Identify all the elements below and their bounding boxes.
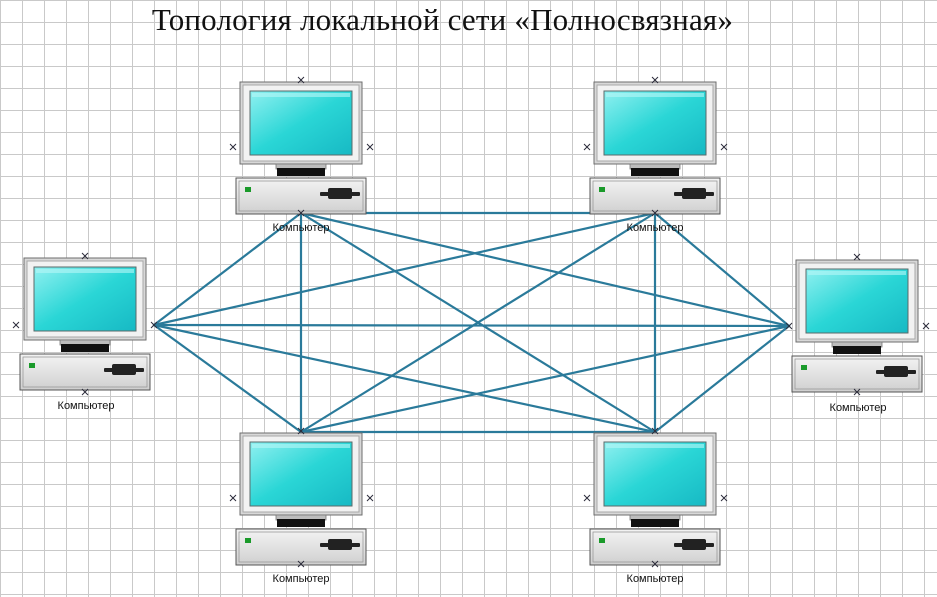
links-layer <box>152 211 791 434</box>
monitor-icon <box>593 81 717 176</box>
network-link-pc2-pc5 <box>299 211 657 434</box>
connection-point-icon <box>853 388 861 396</box>
network-link-pc4-pc5 <box>299 324 791 434</box>
computer-node[interactable]: Компьютер <box>785 253 930 414</box>
connection-point-icon <box>853 253 861 261</box>
connection-point-icon <box>583 143 591 151</box>
diagram-title: Топология локальной сети «Полносвязная» <box>151 2 734 37</box>
monitor-icon <box>239 432 363 527</box>
network-link-pc2-pc3 <box>152 211 657 327</box>
computer-label: Компьютер <box>273 222 330 234</box>
connection-point-icon <box>720 143 728 151</box>
monitor-icon <box>239 81 363 176</box>
system-unit-icon <box>235 528 367 566</box>
connection-point-icon <box>366 143 374 151</box>
network-link-pc3-pc4 <box>152 323 791 328</box>
computer-node[interactable]: Компьютер <box>229 76 374 234</box>
system-unit-icon <box>235 177 367 215</box>
system-unit-icon <box>791 355 923 393</box>
network-link-pc3-pc5 <box>152 323 303 434</box>
system-unit-icon <box>589 528 721 566</box>
network-link-pc4-pc6 <box>653 324 791 434</box>
monitor-icon <box>23 257 147 352</box>
connection-point-icon <box>922 322 930 330</box>
computer-label: Компьютер <box>627 573 684 585</box>
computer-label: Компьютер <box>627 222 684 234</box>
computer-label: Компьютер <box>273 573 330 585</box>
connection-point-icon <box>150 321 158 329</box>
connection-point-icon <box>81 388 89 396</box>
computer-label: Компьютер <box>58 400 115 412</box>
connection-point-icon <box>229 494 237 502</box>
network-link-pc2-pc4 <box>653 211 791 328</box>
connection-point-icon <box>229 143 237 151</box>
network-link-pc3-pc6 <box>152 323 657 434</box>
connection-point-icon <box>651 209 659 217</box>
connection-point-icon <box>297 560 305 568</box>
computer-node[interactable]: Компьютер <box>583 76 728 234</box>
monitor-icon <box>593 432 717 527</box>
system-unit-icon <box>589 177 721 215</box>
system-unit-icon <box>19 353 151 391</box>
connection-point-icon <box>651 427 659 435</box>
computer-node[interactable]: Компьютер <box>229 427 374 585</box>
connection-point-icon <box>81 252 89 260</box>
connection-point-icon <box>785 322 793 330</box>
connection-point-icon <box>651 560 659 568</box>
connection-point-icon <box>297 209 305 217</box>
connection-point-icon <box>720 494 728 502</box>
computer-node[interactable]: Компьютер <box>583 427 728 585</box>
connection-point-icon <box>12 321 20 329</box>
connection-point-icon <box>297 76 305 84</box>
connection-point-icon <box>651 76 659 84</box>
connection-point-icon <box>297 427 305 435</box>
connection-point-icon <box>583 494 591 502</box>
network-link-pc1-pc3 <box>152 211 303 327</box>
network-link-pc1-pc4 <box>299 211 791 328</box>
computer-node[interactable]: Компьютер <box>12 252 158 412</box>
monitor-icon <box>795 259 919 354</box>
connection-point-icon <box>366 494 374 502</box>
computer-label: Компьютер <box>830 402 887 414</box>
